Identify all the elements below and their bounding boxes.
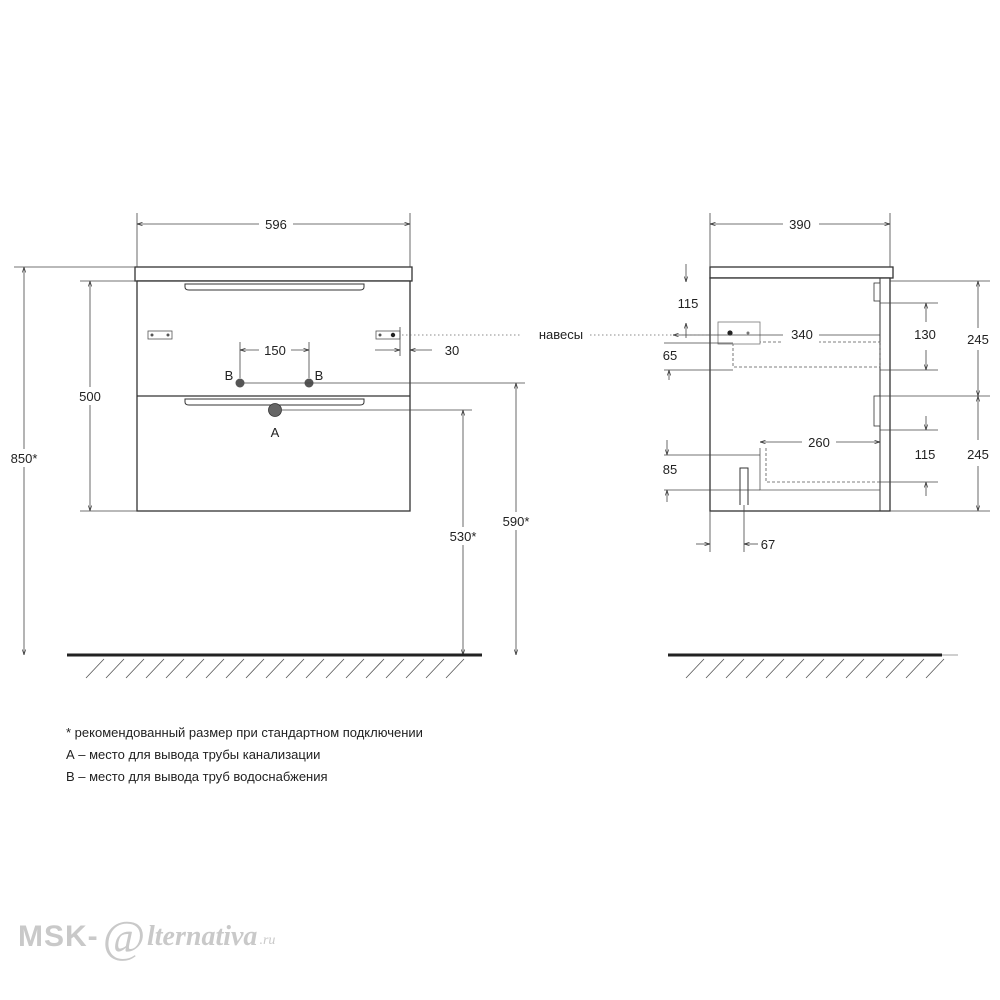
note-recommended: * рекомендованный размер при стандартном…: [66, 725, 423, 740]
dim-gap-top: 65: [663, 348, 677, 363]
upper-drawer-interior: [732, 341, 881, 368]
front-countertop: [134, 266, 413, 282]
label-b-right: B: [315, 368, 324, 383]
dim-drawer-height: 500: [79, 389, 101, 404]
dim-water-height: 590*: [503, 514, 530, 529]
dim-drawer-upper: 130: [914, 327, 936, 342]
dim-hinge-offset: 30: [445, 343, 459, 358]
side-view: 390 115 340 навесы 65 130 245 260: [539, 213, 990, 679]
watermark-logo: MSK- @ lternativa .ru: [18, 911, 276, 962]
dim-drawer-lower-total: 245: [967, 447, 989, 462]
dim-bottom-offset: 67: [761, 537, 775, 552]
side-cabinet-body: [709, 277, 891, 512]
dim-drawer-lower: 115: [915, 447, 936, 462]
note-label-a: А – место для вывода трубы канализации: [66, 747, 321, 762]
front-floor-hatch: [85, 658, 465, 679]
dim-drain-height: 530*: [450, 529, 477, 544]
front-view: 596 500 850* 150 30 B B A 590*: [6, 213, 538, 679]
watermark-word: lternativa: [146, 921, 258, 952]
side-hinge-bracket: [717, 321, 761, 345]
watermark-tld: .ru: [259, 933, 276, 948]
side-countertop: [709, 266, 894, 279]
watermark-at: @: [102, 911, 145, 962]
dim-gap-bottom: 85: [663, 462, 677, 477]
lower-drawer-handle: [184, 398, 365, 406]
left-hinge-bracket: [147, 330, 173, 340]
upper-drawer-handle: [184, 283, 365, 291]
side-floor-hatch: [685, 658, 945, 679]
side-siphon: [739, 467, 749, 505]
hinge-label: навесы: [539, 327, 583, 342]
watermark-prefix: MSK-: [18, 920, 99, 953]
dim-total-height: 850*: [11, 451, 38, 466]
water-pipe-left: [235, 378, 245, 388]
drain-pipe: [268, 403, 282, 417]
right-hinge-bracket: [375, 330, 401, 340]
dim-width: 596: [265, 217, 287, 232]
label-b-left: B: [225, 368, 234, 383]
dim-drawer-upper-total: 245: [967, 332, 989, 347]
dim-hinge-depth: 340: [791, 327, 813, 342]
dim-depth: 390: [789, 217, 811, 232]
dim-top-offset: 115: [678, 296, 699, 311]
dim-inner-depth: 260: [808, 435, 830, 450]
legend-notes: * рекомендованный размер при стандартном…: [66, 722, 423, 788]
label-a: A: [271, 425, 280, 440]
note-label-b: В – место для вывода труб водоснабжения: [66, 769, 328, 784]
dim-pipe-spacing: 150: [264, 343, 286, 358]
